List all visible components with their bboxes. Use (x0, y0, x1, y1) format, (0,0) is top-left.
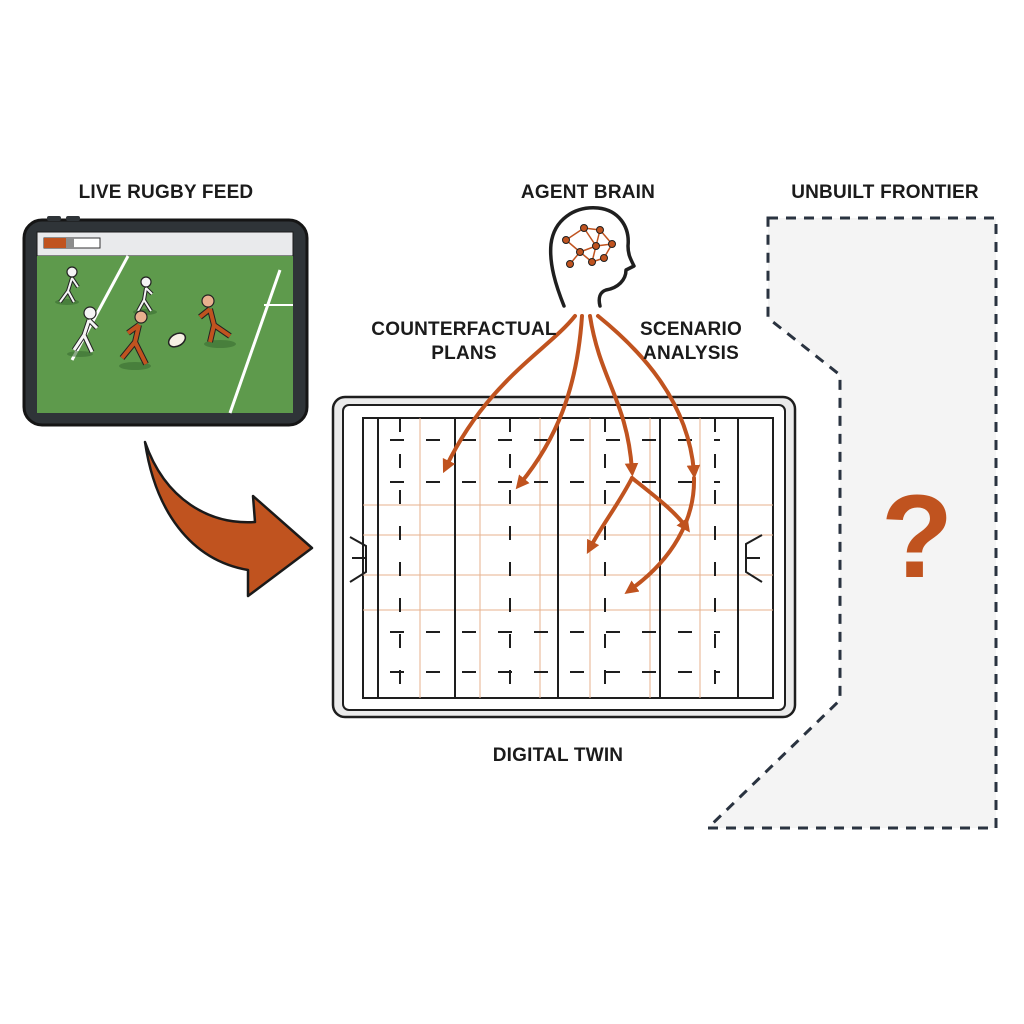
unbuilt-frontier-label: UNBUILT FRONTIER (791, 182, 979, 203)
branch-arrow (596, 314, 701, 479)
rugby-pitch-icon (331, 395, 797, 719)
player-figure (119, 310, 151, 370)
branch-arrow (442, 314, 577, 474)
agent-brain-label: AGENT BRAIN (520, 182, 656, 203)
browser-bar (36, 231, 294, 257)
unbuilt-frontier-region (704, 216, 998, 830)
player-figure (67, 306, 99, 357)
pitch-dashed-lines (399, 418, 716, 698)
branch-arrow (586, 476, 634, 555)
branch-arrow (624, 476, 697, 594)
counterfactual-plans-label: COUNTERFACTUAL PLANS (365, 318, 563, 366)
scenario-line-1: SCENARIO (640, 319, 742, 340)
player-figure (198, 294, 236, 348)
counterfactual-line-2: PLANS (431, 343, 497, 364)
digital-twin-label: DIGITAL TWIN (492, 745, 624, 766)
scenario-line-2: ANALYSIS (643, 343, 739, 364)
rugby-ball-icon (167, 332, 187, 348)
curved-arrow-icon (143, 440, 314, 598)
branch-arrow (588, 314, 639, 477)
player-figure (55, 266, 80, 305)
pitch-grid (363, 418, 773, 698)
live-feed-label: LIVE RUGBY FEED (78, 182, 254, 203)
branch-arrow (630, 476, 690, 533)
live-pitch-view (37, 255, 293, 414)
scenario-analysis-label: SCENARIO ANALYSIS (628, 318, 754, 366)
goal-post-left (349, 536, 367, 583)
scenario-arrows (442, 314, 701, 594)
tablet-video-icon (22, 216, 309, 427)
question-mark-icon: ? (880, 471, 954, 603)
head-neural-network-icon (548, 206, 636, 308)
branch-arrow (515, 314, 584, 490)
goal-post-right (745, 534, 763, 583)
counterfactual-line-1: COUNTERFACTUAL (371, 319, 557, 340)
